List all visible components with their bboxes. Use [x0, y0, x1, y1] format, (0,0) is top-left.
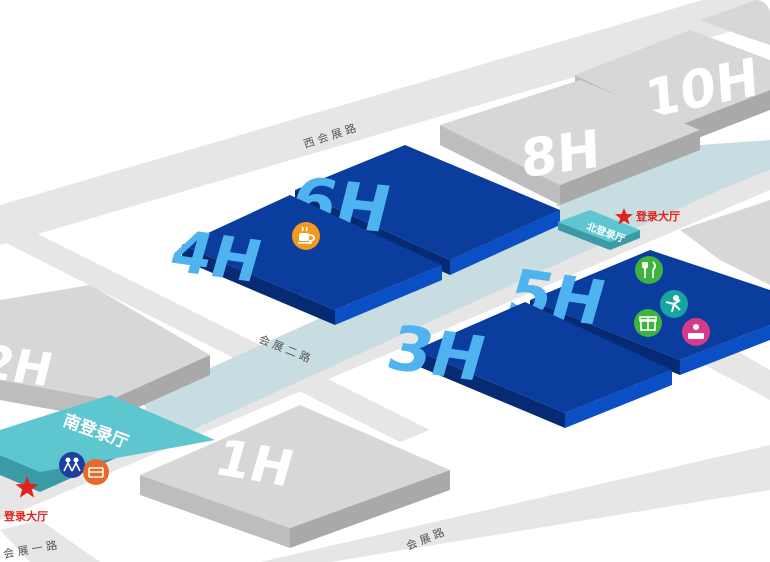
coffee-icon[interactable] [292, 222, 320, 250]
hall-5h-front [680, 325, 770, 375]
hall-3h-side [415, 350, 565, 428]
reception-icon[interactable] [682, 318, 710, 346]
hall-5h-top [530, 250, 770, 360]
south-lobby-side [0, 455, 40, 492]
hall-3h-top [415, 302, 672, 413]
gift-icon[interactable] [634, 309, 662, 337]
hall-4h-side [182, 245, 335, 325]
north-lobby-side [558, 222, 610, 250]
hall-10h-top [575, 30, 770, 125]
south-register-marker[interactable]: 登录大厅 [3, 476, 48, 523]
hall-1h-top [140, 405, 450, 528]
hall-2h-front [110, 355, 210, 420]
north-register-label: 登录大厅 [635, 209, 680, 223]
hall-4h-front [335, 265, 442, 325]
hall-8h-side [440, 125, 560, 205]
hall-8h-front [560, 130, 700, 205]
north-lobby[interactable]: 北登录厅 [558, 210, 640, 250]
hall-1h-front [290, 470, 450, 548]
road-huizhan-1 [0, 548, 770, 562]
road-west-huizhan [0, 0, 770, 245]
hall-corner-top-shape [700, 0, 770, 45]
hall-1h-label: 1H [209, 428, 301, 498]
hall-4h-label: 4H [163, 217, 270, 295]
hall-3h[interactable]: 3H [380, 302, 672, 428]
service-icon[interactable] [660, 290, 688, 318]
people-icon[interactable] [59, 452, 85, 478]
road-diag-bottom [0, 520, 100, 562]
hall-2h-top [0, 285, 210, 400]
road-diag-left [0, 230, 430, 442]
hall-5h-side [530, 300, 680, 375]
north-register-marker[interactable]: 登录大厅 [615, 208, 680, 225]
north-lobby-front [610, 230, 640, 250]
hall-3h-front [565, 370, 672, 428]
hall-4h-top [182, 195, 442, 310]
hall-6h-front [450, 210, 560, 275]
hall-8h-top [440, 80, 700, 185]
hall-6h-top [295, 145, 560, 260]
hall-1h[interactable]: 1H [140, 405, 450, 548]
north-lobby-top [558, 210, 640, 242]
ticket-icon[interactable] [83, 459, 109, 485]
hall-corner-top [700, 0, 770, 45]
hall-right-mid [680, 200, 770, 285]
south-lobby-top [0, 395, 215, 472]
hall-right-mid-shape [680, 200, 770, 285]
road-huizhan [260, 445, 770, 562]
hall-8h-label: 8H [520, 119, 601, 190]
corridor-north [555, 150, 755, 235]
hall-8h[interactable]: 8H [440, 80, 700, 205]
star-icon [15, 476, 39, 498]
south-register-label: 登录大厅 [3, 509, 48, 523]
restaurant-icon[interactable] [635, 256, 663, 284]
star-icon [615, 208, 633, 225]
hall-10h-front [680, 90, 770, 145]
hall-4h[interactable]: 4H [163, 195, 442, 325]
hall-1h-side [140, 475, 290, 548]
corridor [140, 140, 770, 440]
hall-3h-label: 3H [380, 312, 494, 396]
